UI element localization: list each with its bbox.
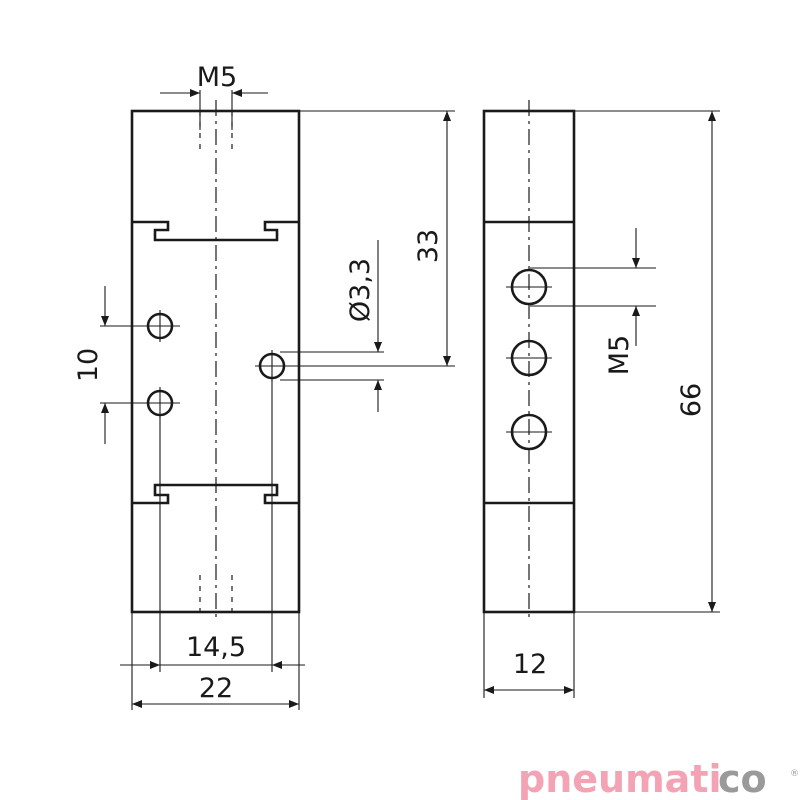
front-view: [130, 100, 301, 622]
logo-text-grey: co: [718, 757, 767, 800]
hole-crosshairs: [506, 286, 552, 433]
dim-hole-pitch-width: 14,5: [186, 632, 246, 663]
dim-thread-top: M5: [197, 62, 237, 93]
dim-depth: 12: [513, 649, 547, 680]
dim-thread-side: M5: [604, 335, 635, 375]
dim-hole-diameter: Ø3,3: [345, 258, 376, 322]
dim-width: 22: [199, 673, 233, 704]
dim-height: 66: [676, 383, 707, 417]
extension-line: [100, 325, 148, 404]
hole-crosshairs: [144, 310, 292, 419]
pneumatico-logo: pneumati co ®: [518, 757, 799, 800]
extension-line: [483, 612, 575, 698]
extension-line: [280, 110, 455, 381]
extension-line: [574, 110, 720, 613]
extension-line: [131, 378, 300, 710]
logo-text-pink: pneumati: [518, 757, 722, 800]
side-view: [482, 100, 576, 622]
dim-hole-spacing: 10: [73, 348, 104, 382]
dim-height-half: 33: [413, 229, 444, 263]
registered-mark: ®: [790, 769, 799, 779]
